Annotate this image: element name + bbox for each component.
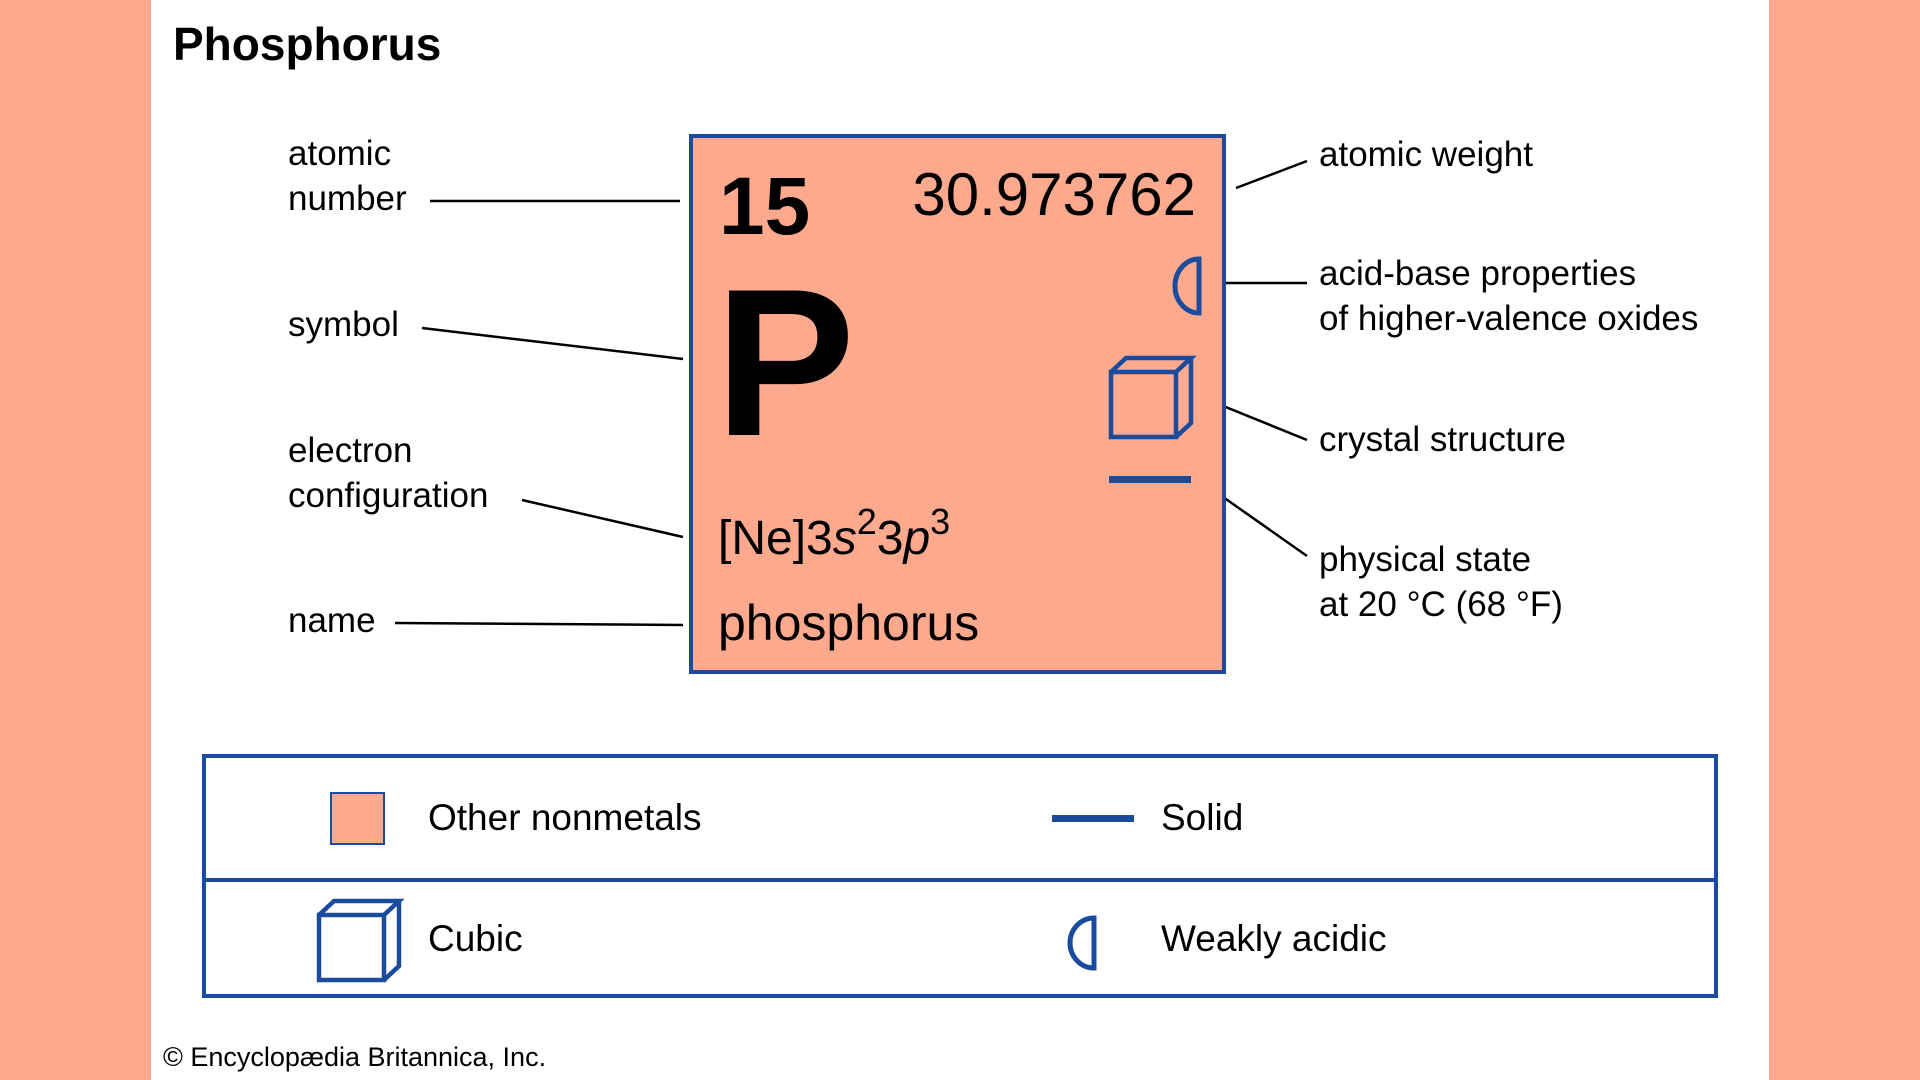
- label-crystal-structure: crystal structure: [1319, 420, 1566, 459]
- leader-atomic-weight: [1235, 159, 1308, 190]
- label-atomic-weight: atomic weight: [1319, 135, 1533, 174]
- label-name: name: [288, 601, 376, 640]
- legend-category-label: Other nonmetals: [428, 797, 702, 838]
- tile-icons: [1108, 256, 1202, 483]
- atomic-weight: 30.973762: [912, 161, 1196, 228]
- label-symbol: symbol: [288, 305, 399, 344]
- element-tile: 15 30.973762 P [Ne]3s23p3 phosphorus: [689, 134, 1226, 674]
- half-circle-icon: [1172, 256, 1202, 316]
- leader-symbol: [421, 326, 684, 361]
- label-electron-configuration: electron configuration: [288, 431, 489, 515]
- legend-icons: [316, 815, 1134, 983]
- legend-state-label: Solid: [1161, 797, 1244, 838]
- electron-configuration: [Ne]3s23p3: [718, 501, 951, 566]
- element-symbol: P: [715, 245, 856, 480]
- atomic-number: 15: [719, 161, 811, 252]
- solid-bar-icon: [1052, 815, 1134, 822]
- legend: Other nonmetals Solid Cubic Weakly acidi…: [202, 754, 1718, 998]
- legend-divider: [206, 878, 1714, 882]
- page-title: Phosphorus: [173, 18, 442, 70]
- leader-electron-config: [521, 498, 684, 539]
- label-acid-base-properties: acid-base properties of higher-valence o…: [1319, 254, 1699, 338]
- label-physical-state: physical state at 20 °C (68 °F): [1319, 540, 1563, 624]
- leader-name: [394, 621, 684, 627]
- legend-crystal-label: Cubic: [428, 918, 523, 959]
- copyright: © Encyclopædia Britannica, Inc.: [163, 1042, 547, 1072]
- label-atomic-number: atomic number: [288, 134, 407, 218]
- half-circle-icon: [1067, 915, 1097, 971]
- cube-icon: [316, 898, 405, 983]
- cube-icon: [1108, 355, 1197, 440]
- nonmetal-swatch: [330, 792, 385, 845]
- legend-acidity-label: Weakly acidic: [1161, 918, 1387, 959]
- element-name: phosphorus: [718, 595, 980, 651]
- solid-bar-icon: [1109, 476, 1191, 483]
